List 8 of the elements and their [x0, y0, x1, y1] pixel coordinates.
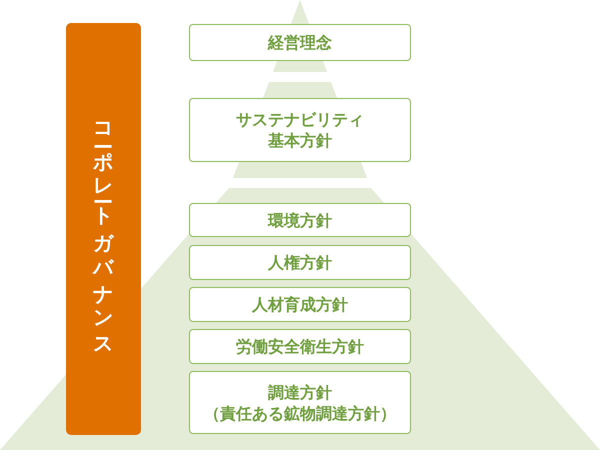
policy-box: 人材育成方針: [189, 287, 411, 322]
policy-box: 調達方針（責任ある鉱物調達方針）: [189, 371, 411, 434]
policy-box: 労働安全衛生方針: [189, 329, 411, 364]
policy-box: 人権方針: [189, 245, 411, 280]
policy-box: サステナビリティ基本方針: [189, 98, 411, 162]
policy-box: 経営理念: [189, 24, 411, 61]
policy-box: 環境方針: [189, 203, 411, 237]
governance-bar: コーポレートガバナンス: [66, 23, 141, 435]
